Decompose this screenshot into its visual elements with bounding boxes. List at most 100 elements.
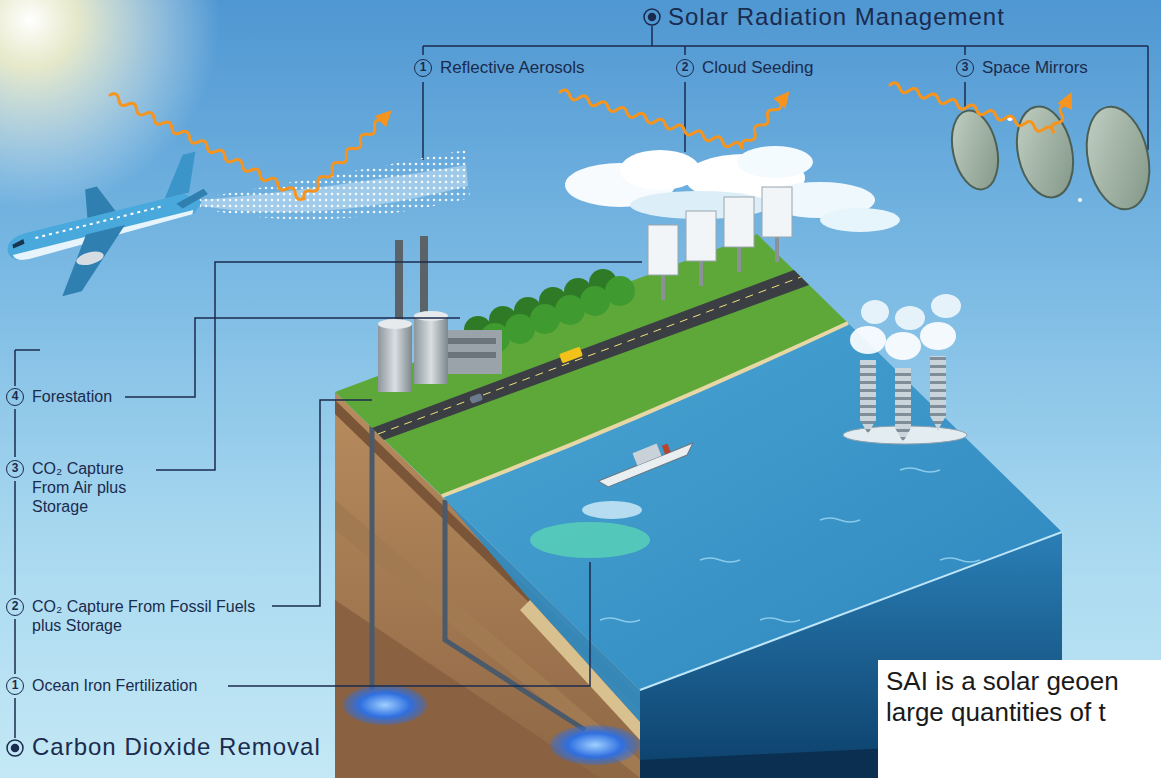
text-box: SAI is a solar geoen large quantities of… [878, 660, 1161, 778]
leader-line [422, 82, 424, 160]
panel [648, 225, 678, 275]
leader-line [423, 45, 1148, 47]
leader-line [964, 46, 966, 55]
aerosol-spray [200, 165, 468, 212]
callout-number: 3 [6, 460, 24, 478]
sun-glow [0, 0, 220, 210]
panel-post [737, 247, 741, 272]
leader-line [14, 698, 16, 738]
item-label: Reflective Aerosols [440, 58, 585, 78]
reflected-ray [739, 100, 783, 150]
ocean-towers [843, 294, 967, 444]
leader-line [14, 350, 16, 386]
leader-line [228, 562, 590, 686]
panel-post [661, 275, 665, 300]
leader-line [156, 262, 642, 470]
mirror [1078, 101, 1158, 215]
wave [900, 468, 940, 472]
reflected-ray [1050, 103, 1069, 133]
item-label: CO₂ Capture From Fossil Fuels plus Stora… [32, 597, 266, 635]
callout-number: 2 [676, 59, 694, 77]
leader-line [15, 349, 40, 351]
tree [605, 276, 635, 306]
star [1078, 198, 1082, 202]
wave [600, 618, 640, 622]
plane-tail [174, 188, 209, 210]
steam [895, 306, 925, 330]
leader-line [272, 400, 372, 606]
chimney [395, 240, 403, 320]
callout-number: 1 [6, 677, 24, 695]
leader-line [964, 82, 966, 108]
plant-building [440, 330, 502, 374]
leader-line [651, 26, 653, 46]
chimney [420, 236, 428, 314]
wave [700, 558, 740, 562]
silo [378, 324, 412, 392]
air-capture-panels [648, 187, 792, 300]
heading-bullet-dot [12, 745, 19, 752]
steam [850, 326, 886, 354]
ship-cabin [632, 444, 661, 466]
steam [920, 322, 956, 350]
plane-windows [35, 207, 161, 238]
plant-detail [446, 338, 496, 344]
plane-tail [156, 152, 205, 199]
group-heading: Carbon Dioxide Removal [32, 733, 321, 762]
item-label: Space Mirrors [982, 58, 1088, 78]
heading-bullet-dot [649, 14, 656, 21]
callout-number: 2 [6, 598, 24, 616]
cloud [737, 146, 813, 178]
shoreline [442, 323, 848, 496]
co2-storage [550, 725, 640, 765]
mirror [1009, 101, 1081, 202]
callout-number: 3 [956, 59, 974, 77]
tower [860, 360, 876, 434]
wave [940, 558, 980, 562]
mirror [945, 106, 1005, 193]
waves [600, 468, 980, 622]
leader-line [14, 619, 16, 674]
road-marking [378, 277, 801, 434]
plant-detail [446, 352, 496, 358]
car [469, 393, 483, 404]
space-mirrors [945, 101, 1158, 215]
leader-line [684, 46, 686, 55]
leader-line [14, 409, 16, 457]
incoming-ray [559, 89, 743, 151]
callout-number: 1 [414, 59, 432, 77]
item-label: Forestation [32, 387, 112, 406]
leader-line [422, 46, 424, 55]
item-label: CO₂ Capture From Air plus Storage [32, 459, 150, 517]
steam [861, 300, 889, 324]
leader-line [684, 82, 686, 152]
panel [724, 197, 754, 247]
ship [594, 431, 697, 490]
leader-line [1147, 46, 1149, 150]
group-heading: Solar Radiation Management [668, 3, 1005, 32]
leader-line [125, 318, 460, 397]
ship-funnel [662, 444, 671, 455]
item-label: Cloud Seeding [702, 58, 814, 78]
land [335, 234, 848, 496]
silo-top [378, 319, 412, 329]
arrowhead [375, 105, 398, 128]
wave [820, 518, 860, 522]
ray-arrowheads [375, 86, 1079, 127]
incoming-ray [889, 82, 1054, 136]
steam [931, 294, 961, 318]
leader-line [14, 481, 16, 595]
panel [762, 187, 792, 237]
tower [930, 356, 946, 430]
ship-wake [582, 501, 642, 519]
steam [885, 332, 921, 360]
callout-number: 4 [6, 388, 24, 406]
reflected-ray [302, 118, 385, 201]
panel-post [775, 237, 779, 262]
panel [686, 211, 716, 261]
cdr-bracket [7, 262, 642, 756]
plane-cockpit [12, 239, 25, 249]
item-label: Ocean Iron Fertilization [32, 676, 197, 695]
panel-post [699, 261, 703, 286]
